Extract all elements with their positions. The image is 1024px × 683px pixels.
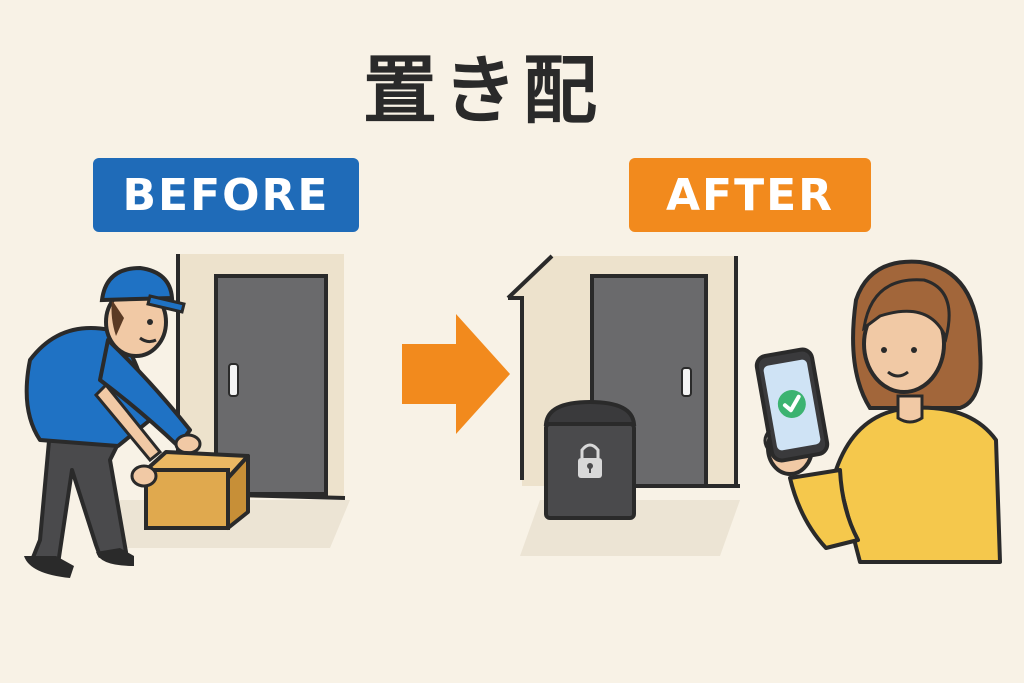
- woman: [766, 259, 1002, 564]
- delivery-worker: [24, 265, 202, 578]
- check-icon: [777, 390, 806, 419]
- locked-delivery-box: [543, 399, 637, 520]
- right-arrow: [402, 314, 510, 434]
- page-title: 置き配: [363, 48, 603, 134]
- padlock-icon: [578, 443, 602, 478]
- after-scene: [506, 254, 1002, 564]
- after-badge: AFTER: [629, 158, 871, 232]
- before-badge: BEFORE: [93, 158, 359, 232]
- before-scene: [24, 254, 350, 578]
- cardboard-box: [144, 450, 250, 530]
- smartphone: [754, 347, 830, 463]
